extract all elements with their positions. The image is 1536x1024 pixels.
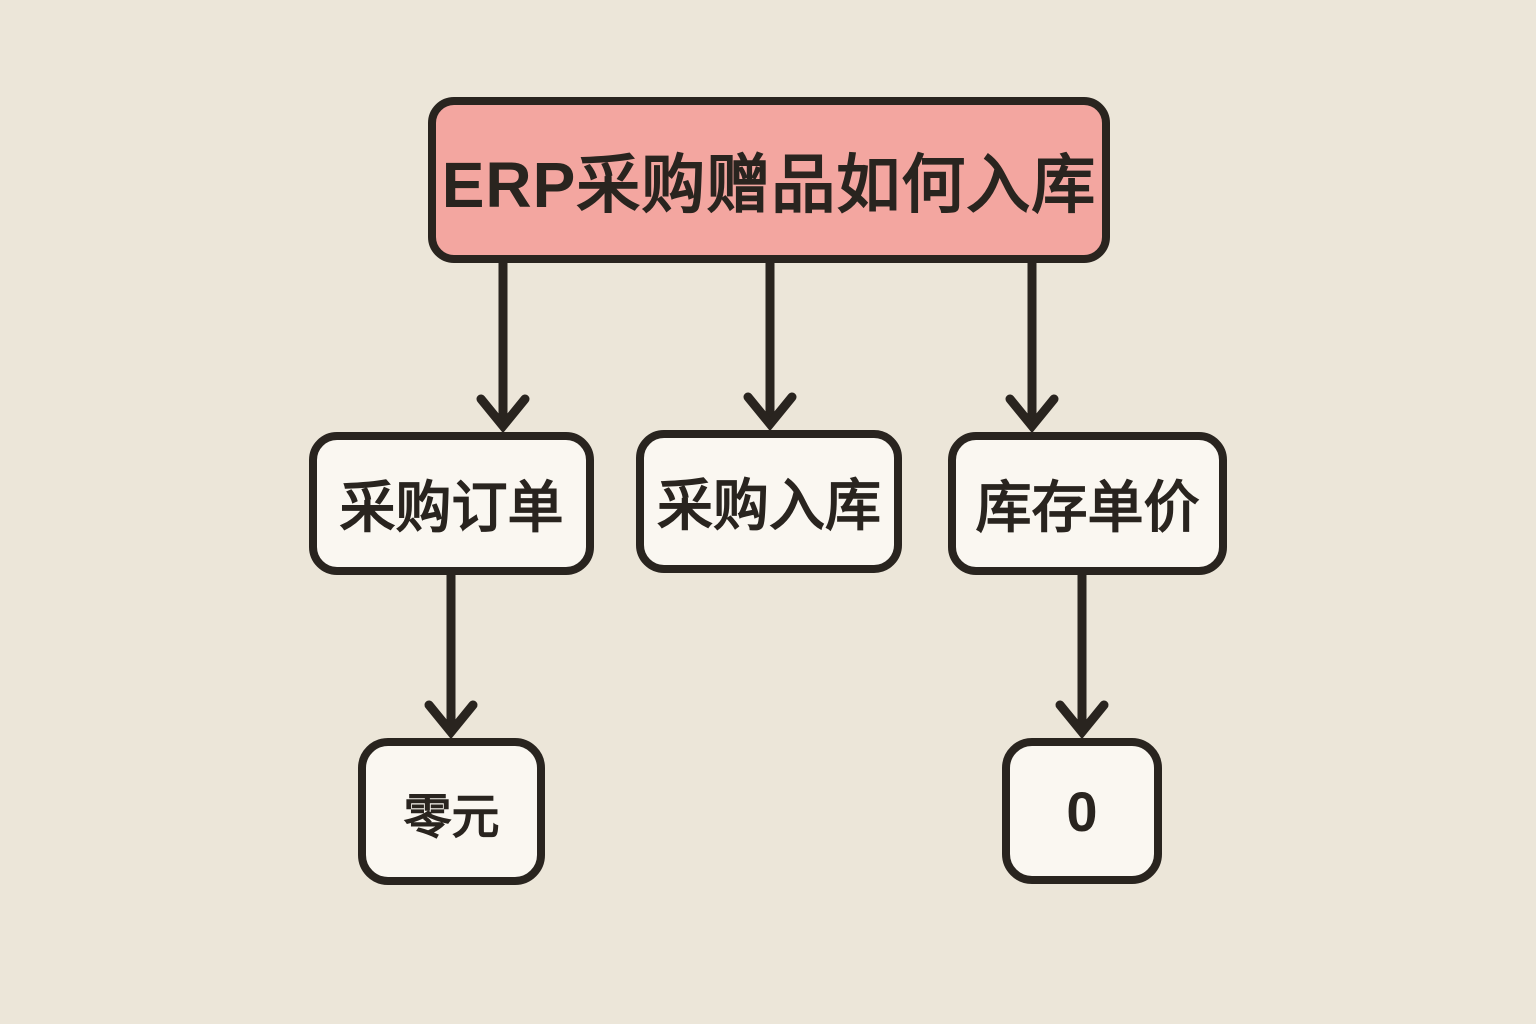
node-zero-yuan-label: 零元 [403, 790, 500, 844]
node-zero: 0 [1002, 738, 1162, 884]
arrow-purchase-order-to-zero-yuan [424, 570, 478, 740]
node-inventory-unit-price: 库存单价 [948, 432, 1227, 575]
node-purchase-order: 采购订单 [309, 432, 594, 575]
node-title-label: ERP采购赠品如何入库 [441, 149, 1097, 221]
node-inventory-unit-price-label: 库存单价 [975, 476, 1200, 539]
arrow-title-to-purchase-order [476, 258, 530, 434]
node-purchase-inbound: 采购入库 [636, 430, 902, 573]
node-purchase-order-label: 采购订单 [339, 476, 564, 539]
arrow-title-to-purchase-inbound [743, 258, 797, 432]
node-title: ERP采购赠品如何入库 [428, 97, 1110, 263]
node-zero-yuan: 零元 [358, 738, 545, 885]
arrow-inventory-unit-price-to-zero [1055, 570, 1109, 740]
arrow-title-to-inventory-unit-price [1005, 258, 1059, 434]
node-zero-label: 0 [1066, 779, 1098, 843]
node-purchase-inbound-label: 采购入库 [657, 474, 881, 537]
